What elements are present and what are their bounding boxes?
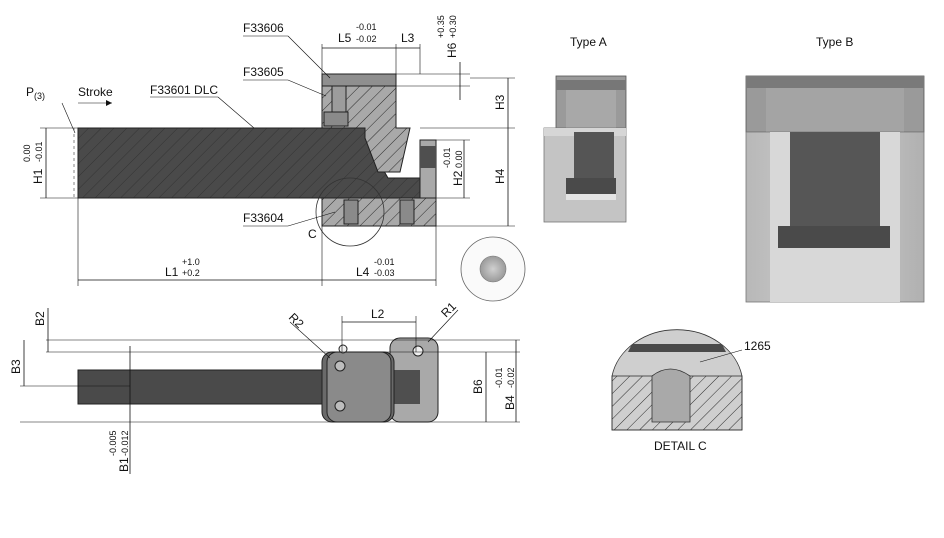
label-f33604: F33604: [243, 211, 284, 225]
title-type-a: Type A: [570, 35, 607, 49]
label-1265: 1265: [744, 339, 771, 353]
dim-h2-lower: 0.00: [454, 150, 464, 168]
label-f33605: F33605: [243, 65, 284, 79]
dim-l3: L3: [401, 31, 415, 45]
dim-l5: L5: [338, 31, 352, 45]
label-p-sub: (3): [34, 91, 45, 101]
top-hole-2: [412, 345, 424, 357]
top-screw-1: [334, 360, 346, 372]
dim-l5-lower: -0.02: [356, 34, 377, 44]
dim-l1-upper: +1.0: [182, 257, 200, 267]
dim-h1: [40, 127, 78, 199]
dim-l1-lower: +0.2: [182, 268, 200, 278]
dim-h2-upper: -0.01: [442, 147, 452, 168]
dim-h1: H1: [31, 168, 45, 184]
label-f33601: F33601 DLC: [150, 83, 218, 97]
dim-b1: B1: [117, 457, 131, 472]
top-slider-bar: [77, 369, 329, 405]
screw-head: [331, 85, 347, 115]
dim-h6-lower: +0.30: [448, 15, 458, 38]
dim-b4: B4: [503, 395, 517, 410]
dim-l1-l4: [77, 198, 437, 286]
dim-l4-lower: -0.03: [374, 268, 395, 278]
dim-h3: [420, 77, 515, 129]
top-screw-2: [334, 400, 346, 412]
pin-end-view: [460, 236, 526, 302]
top-hole-1: [338, 344, 348, 354]
type-a-render: [543, 75, 627, 223]
label-p: P: [26, 85, 34, 99]
dim-b2: B2: [33, 311, 47, 326]
dim-r2: R2: [286, 310, 307, 331]
top-housing-inner: [390, 370, 420, 404]
front-view-annotations: [61, 35, 336, 227]
dim-h1-upper: 0.00: [22, 144, 32, 162]
dim-b1-lower: -0.012: [120, 430, 130, 456]
base-block-hatch: [321, 197, 437, 227]
dim-b6: B6: [471, 379, 485, 394]
dim-h1-lower: -0.01: [34, 141, 44, 162]
dim-l2: L2: [371, 307, 385, 321]
label-f33606: F33606: [243, 21, 284, 35]
base-screw-right: [399, 199, 415, 225]
top-plate: [321, 73, 397, 87]
dim-h6: [396, 62, 470, 100]
detail-c-view: [611, 329, 743, 431]
dim-h4: [436, 128, 515, 227]
type-b-render: [745, 75, 925, 303]
dim-b1-upper: -0.005: [108, 430, 118, 456]
top-view: [77, 337, 439, 423]
title-type-b: Type B: [816, 35, 853, 49]
dim-b4-lower: -0.02: [506, 367, 516, 388]
dim-h6: H6: [445, 42, 459, 58]
detail-c-circle: [315, 177, 385, 247]
dim-l1: L1: [165, 265, 179, 279]
dim-h4: H4: [493, 168, 507, 184]
base-screw-left: [343, 199, 359, 225]
dim-b3: B3: [9, 359, 23, 374]
dim-l4-upper: -0.01: [374, 257, 395, 267]
label-detail-c: DETAIL C: [654, 439, 707, 453]
top-view-dims: [20, 308, 520, 474]
dim-l5-l3: [321, 44, 421, 74]
dim-l4: L4: [356, 265, 370, 279]
dim-h2: H2: [451, 170, 465, 186]
screw-neck: [323, 111, 349, 127]
dim-r1: R1: [438, 299, 459, 320]
dim-h3: H3: [493, 94, 507, 110]
front-section-view: [77, 73, 437, 247]
label-detail-marker: C: [308, 227, 317, 241]
side-housing-cap: [420, 146, 436, 168]
dim-h6-upper: +0.35: [436, 15, 446, 38]
dim-l5-upper: -0.01: [356, 22, 377, 32]
dim-b4-upper: -0.01: [494, 367, 504, 388]
dim-h2: [436, 139, 470, 199]
label-stroke: Stroke: [78, 85, 113, 99]
